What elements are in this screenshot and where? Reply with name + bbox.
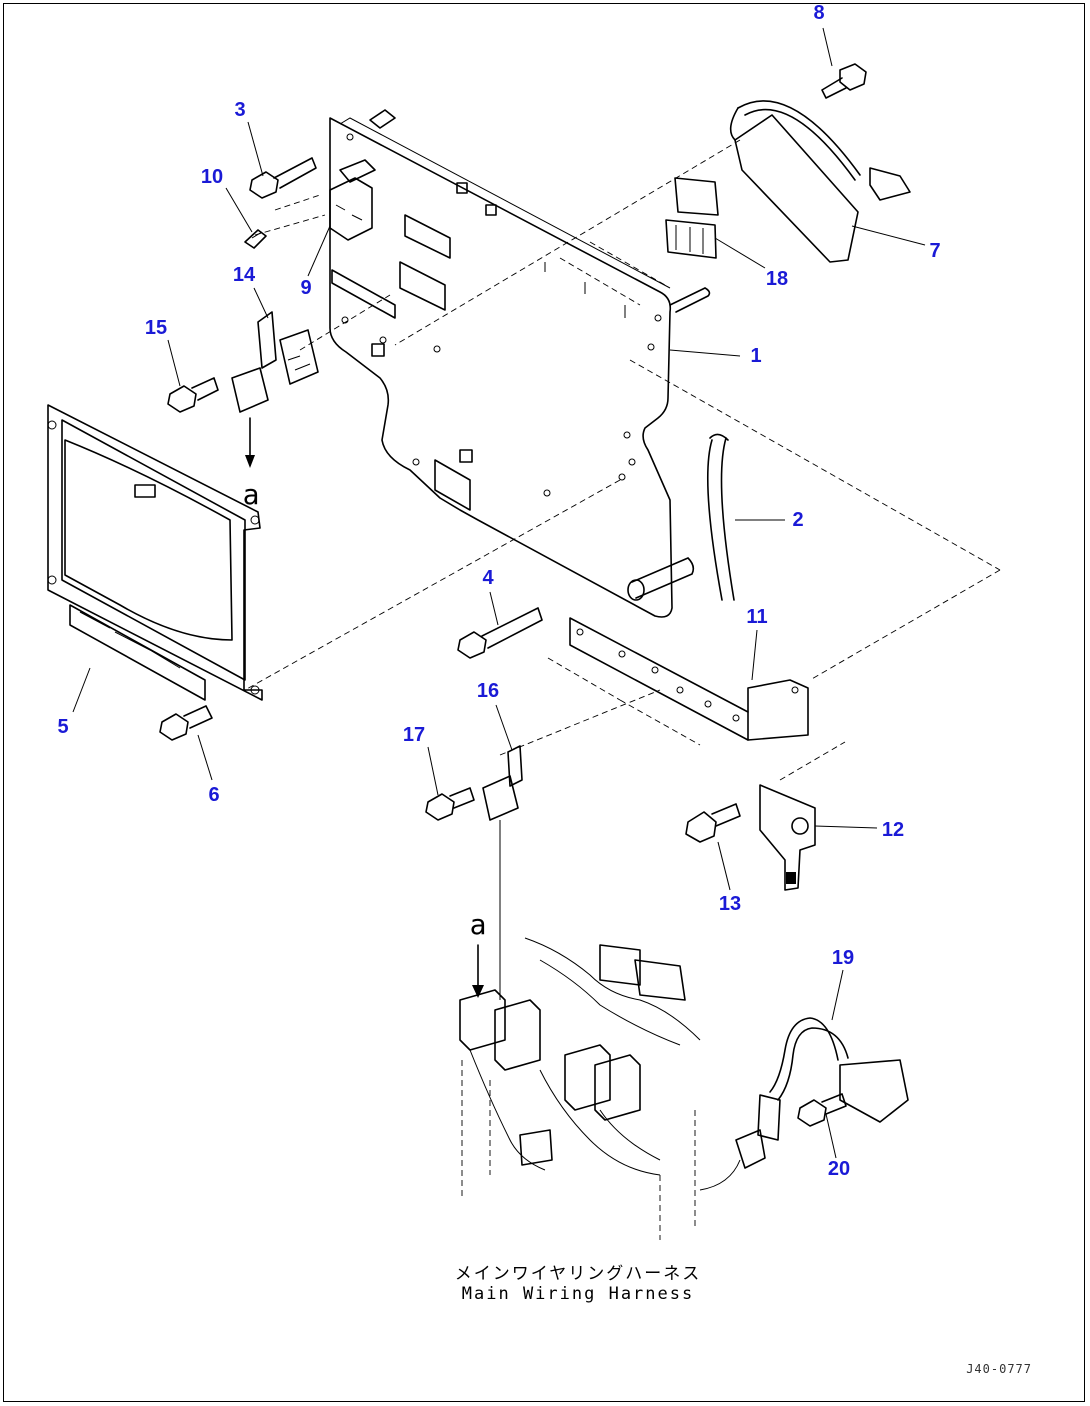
relay-part-16 bbox=[482, 745, 523, 1000]
callout-8: 8 bbox=[813, 2, 825, 24]
bolt-part-17 bbox=[425, 787, 475, 821]
reference-mark-a-lower: a bbox=[469, 908, 487, 941]
bracket-part-11 bbox=[569, 617, 809, 741]
drawing-code: J40-0777 bbox=[966, 1362, 1032, 1376]
reference-mark-a-upper: a bbox=[242, 478, 260, 511]
relay-bracket-part-9 bbox=[329, 159, 376, 241]
callout-13: 13 bbox=[718, 893, 742, 915]
callout-1: 1 bbox=[750, 345, 762, 367]
callout-6: 6 bbox=[208, 784, 220, 806]
bolt-part-20 bbox=[797, 1093, 847, 1127]
clip-part-10 bbox=[244, 229, 267, 249]
bolt-part-4 bbox=[457, 607, 543, 659]
controller-part-5 bbox=[47, 404, 263, 701]
harness-label-english: Main Wiring Harness bbox=[461, 1283, 695, 1304]
callout-4: 4 bbox=[482, 567, 494, 589]
harness-label: メインワイヤリングハーネス Main Wiring Harness bbox=[454, 1264, 702, 1304]
callout-5: 5 bbox=[57, 716, 69, 738]
callout-16: 16 bbox=[476, 680, 500, 702]
bolt-part-15 bbox=[167, 377, 219, 413]
bolt-part-8 bbox=[821, 63, 867, 99]
callout-12: 12 bbox=[881, 819, 905, 841]
bolt-part-13 bbox=[685, 803, 741, 843]
hose-part-2 bbox=[706, 433, 735, 601]
bolt-part-3 bbox=[249, 157, 317, 199]
callout-18: 18 bbox=[765, 268, 789, 290]
main-plate-part-1 bbox=[329, 109, 711, 618]
alignment-lines bbox=[244, 139, 1001, 781]
bracket-part-12 bbox=[759, 784, 816, 891]
main-wiring-harness bbox=[459, 937, 741, 1240]
callout-17: 17 bbox=[402, 724, 426, 746]
callout-10: 10 bbox=[200, 166, 224, 188]
callout-19: 19 bbox=[831, 947, 855, 969]
callout-7: 7 bbox=[929, 240, 941, 262]
callout-leaders bbox=[72, 27, 926, 1159]
callout-2: 2 bbox=[792, 509, 804, 531]
relay-part-14 bbox=[231, 311, 319, 468]
relay-part-18 bbox=[665, 177, 719, 259]
sensor-part-19 bbox=[735, 1017, 909, 1169]
drawing-frame bbox=[3, 3, 1085, 1402]
callout-14: 14 bbox=[232, 264, 256, 286]
reference-arrow-a-lower bbox=[472, 944, 484, 998]
bolt-part-6 bbox=[159, 705, 213, 741]
callout-20: 20 bbox=[827, 1158, 851, 1180]
harness-label-japanese: メインワイヤリングハーネス bbox=[454, 1264, 702, 1284]
callout-9: 9 bbox=[300, 277, 312, 299]
callout-15: 15 bbox=[144, 317, 168, 339]
callout-3: 3 bbox=[234, 99, 246, 121]
callout-11: 11 bbox=[746, 606, 768, 628]
sensor-part-7 bbox=[729, 100, 911, 263]
